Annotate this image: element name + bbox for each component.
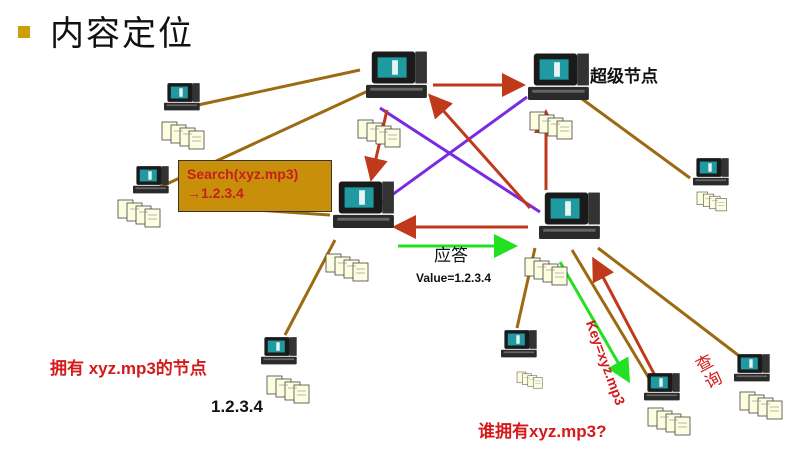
title-bullet-icon (18, 26, 30, 38)
computer-icon (164, 83, 200, 111)
computer-icon (501, 330, 537, 358)
super-node-label: 超级节点 (590, 67, 658, 87)
search-callout: Search(xyz.mp3) →1.2.3.4 (178, 160, 332, 212)
computer-icon (133, 166, 169, 194)
search-query: Search(xyz.mp3) (187, 166, 299, 182)
link (577, 94, 691, 180)
file-stack-icon (739, 391, 783, 420)
value-label: Value=1.2.3.4 (416, 271, 492, 285)
link (197, 68, 361, 107)
link (570, 249, 652, 381)
file-stack-icon (647, 407, 691, 436)
computer-icon (734, 354, 770, 382)
file-stack-icon (325, 253, 369, 282)
computer-icon (366, 51, 427, 98)
requester-label: 谁拥有xyz.mp3? (478, 422, 607, 441)
search-result: →1.2.3.4 (187, 185, 244, 201)
computer-icon (261, 337, 297, 365)
file-stack-icon (696, 191, 727, 212)
file-stack-icon (266, 375, 310, 404)
computer-icon (528, 53, 589, 100)
arrow (592, 256, 662, 386)
file-stack-icon (357, 119, 401, 148)
file-stack-icon (529, 111, 573, 140)
file-stack-icon (516, 371, 543, 389)
owner-ip: 1.2.3.4 (211, 397, 263, 416)
link (597, 246, 739, 357)
computer-icon (333, 181, 394, 228)
response-label: 应答 (434, 246, 468, 266)
file-stack-icon (161, 121, 205, 150)
arrow (428, 93, 532, 209)
file-stack-icon (117, 199, 161, 228)
response-arrow (558, 261, 631, 384)
owner-label: 拥有 xyz.mp3的节点 (50, 359, 207, 378)
computer-icon (693, 158, 729, 186)
super-link (379, 106, 541, 214)
computer-icon (539, 192, 600, 239)
slide-title: 内容定位 (50, 14, 194, 54)
computer-icon (644, 373, 680, 401)
